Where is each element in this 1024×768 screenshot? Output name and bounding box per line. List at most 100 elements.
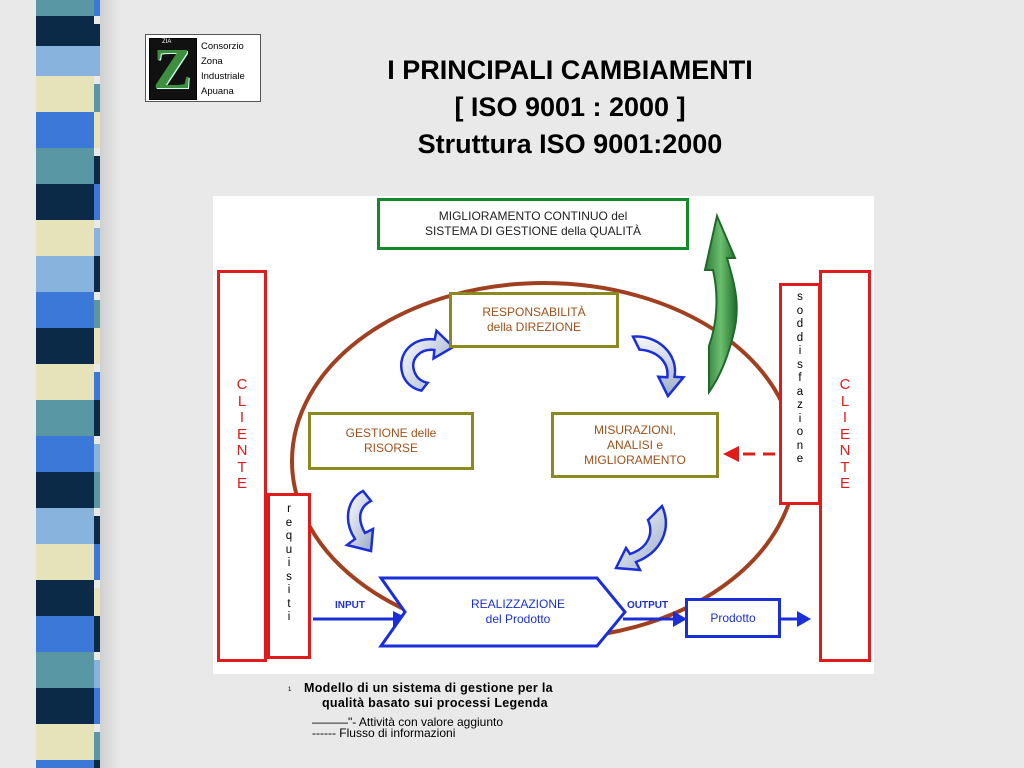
stripe-segment	[94, 0, 100, 16]
letter: t	[287, 597, 291, 610]
cliente-left-text: C L I E N T E	[217, 376, 267, 493]
stripe-segment	[36, 544, 94, 580]
letter: s	[286, 570, 292, 583]
stripe-segment	[36, 256, 94, 292]
stripe-segment	[94, 46, 100, 76]
letter: T	[840, 458, 850, 476]
letter: u	[285, 543, 293, 556]
misurazioni-box: MISURAZIONI, ANALISI e MIGLIORAMENTO	[551, 412, 719, 478]
stripe-segment	[36, 724, 94, 760]
box-text: MIGLIORAMENTO CONTINUO del	[438, 209, 628, 223]
miglioramento-box: MIGLIORAMENTO CONTINUO del SISTEMA DI GE…	[377, 198, 689, 250]
box-text: della DIREZIONE	[486, 320, 582, 334]
stripe-segment	[36, 616, 94, 652]
title-line: I PRINCIPALI CAMBIAMENTI	[387, 55, 753, 85]
letter: e	[796, 453, 804, 465]
stripe-segment	[94, 300, 100, 336]
letter: i	[798, 412, 802, 425]
stripe-segment	[36, 184, 94, 220]
process-model-diagram: MIGLIORAMENTO CONTINUO del SISTEMA DI GE…	[213, 196, 874, 674]
logo-word: Apuana	[201, 86, 234, 97]
stripe-segment	[36, 76, 94, 112]
stripe-segment	[94, 156, 100, 192]
box-text: RESPONSABILITÀ	[482, 305, 586, 319]
box-text: Prodotto	[710, 610, 756, 625]
letter: o	[796, 426, 804, 438]
input-label: INPUT	[335, 600, 365, 611]
stripe-segment	[94, 544, 100, 580]
cycle-arrow-icon	[399, 328, 456, 393]
cycle-arrow-icon	[344, 489, 375, 553]
box-text: del Prodotto	[485, 612, 551, 626]
letter: E	[839, 425, 850, 443]
letter: q	[285, 530, 293, 542]
letter: d	[796, 318, 804, 330]
prodotto-box: Prodotto	[685, 598, 781, 638]
stripe-segment	[94, 760, 100, 768]
box-text: ANALISI e	[606, 437, 664, 452]
stripe-segment	[36, 400, 94, 436]
stripe-segment	[94, 688, 100, 724]
letter: e	[285, 516, 293, 529]
box-text: GESTIONE delle	[345, 426, 437, 440]
letter: I	[842, 409, 848, 426]
stripe-segment	[36, 328, 94, 364]
letter: d	[796, 331, 804, 344]
stripe-segment	[36, 688, 94, 724]
letter: i	[798, 345, 802, 357]
box-text: MIGLIORAMENTO	[584, 452, 686, 467]
box-text: MISURAZIONI,	[593, 422, 676, 437]
stripe-segment	[36, 508, 94, 544]
realizzazione-label: REALIZZAZIONE del Prodotto	[433, 594, 603, 630]
logo-word: Consorzio	[201, 41, 244, 52]
letter: E	[236, 425, 247, 443]
stripe-segment	[36, 652, 94, 688]
stripe-segment	[94, 616, 100, 652]
letter: s	[797, 291, 803, 303]
stripe-segment	[94, 112, 100, 148]
information-flow-arrowhead	[723, 446, 739, 462]
caption-main: Modello di un sistema di gestione per la…	[304, 681, 553, 710]
improvement-arrow-icon	[703, 212, 738, 396]
logo-mark: Z ZIA	[149, 38, 197, 100]
stripe-segment	[94, 84, 100, 120]
box-text: REALIZZAZIONE	[470, 597, 565, 611]
logo: Z ZIA Consorzio Zona Industriale Apuana	[145, 34, 261, 102]
stripe-segment	[36, 46, 94, 76]
logo-letter: Z	[153, 36, 192, 101]
soddisfazione-text: s o d d i s f a z i o n e	[779, 291, 821, 467]
letter: o	[796, 304, 804, 317]
stripe-segment	[36, 0, 94, 16]
letter: s	[797, 358, 803, 371]
letter: f	[798, 372, 802, 384]
logo-word: Zona	[201, 56, 223, 67]
stripe-segment	[94, 444, 100, 480]
stripe-segment	[36, 436, 94, 472]
letter: i	[287, 584, 291, 596]
title-line: [ ISO 9001 : 2000 ]	[454, 92, 686, 122]
caption-number: 1	[288, 687, 292, 693]
letter: I	[239, 409, 245, 426]
letter: n	[796, 439, 804, 452]
stripe-edge	[100, 0, 120, 768]
letter: L	[840, 392, 850, 410]
product-arrowhead	[797, 611, 811, 627]
requisiti-text: r e q u i s i t i	[267, 503, 311, 625]
stripe-segment	[94, 256, 100, 292]
letter: T	[237, 458, 247, 476]
stripe-segment	[36, 148, 94, 184]
stripe-segment	[36, 220, 94, 256]
stripe-segment	[94, 400, 100, 436]
stripe-segment	[36, 472, 94, 508]
gestione-risorse-box: GESTIONE delle RISORSE	[308, 412, 474, 470]
soddisfazione-box	[779, 283, 821, 505]
stripe-segment	[36, 760, 94, 768]
stripe-segment	[94, 372, 100, 408]
output-arrowhead	[673, 611, 687, 627]
slide-title: I PRINCIPALI CAMBIAMENTI [ ISO 9001 : 20…	[280, 52, 860, 163]
logo-small-text: ZIA	[162, 39, 172, 45]
legend-information-flow: ------ Flusso di informazioni	[312, 726, 456, 740]
output-label: OUTPUT	[627, 600, 669, 611]
stripe-segment	[36, 364, 94, 400]
stripe-segment	[94, 228, 100, 264]
